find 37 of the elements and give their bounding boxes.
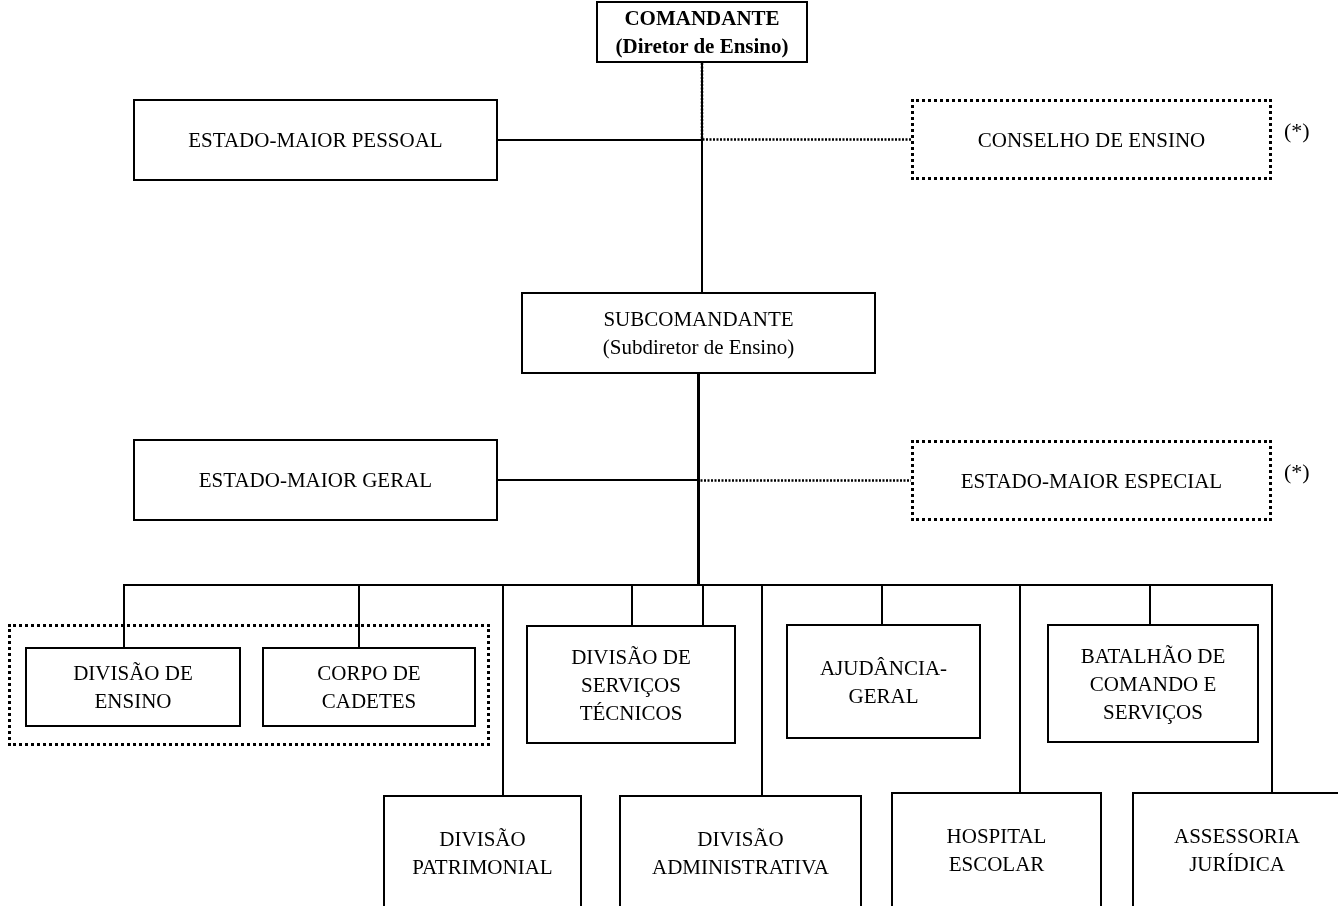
division-box — [619, 795, 862, 906]
unit-name: ESTADO-MAIOR GERAL — [198, 467, 433, 494]
commander-box — [596, 1, 808, 63]
division-box — [383, 795, 582, 906]
unit-name: DIVISÃO DE SERVIÇOS TÉCNICOS — [570, 643, 692, 727]
footnote-mark: (*) — [1284, 458, 1310, 485]
division-box — [1047, 624, 1259, 743]
connector-line — [497, 62, 703, 141]
role-title: COMANDANTE — [624, 5, 780, 32]
footnote-mark: (*) — [1284, 117, 1310, 144]
unit-name: ESTADO-MAIOR ESPECIAL — [960, 467, 1223, 495]
unit-name: ASSESSORIA JURÍDICA — [1172, 823, 1301, 878]
division-box — [25, 647, 241, 727]
unit-name: DIVISÃO DE ENSINO — [72, 660, 194, 715]
group-frame — [8, 624, 490, 746]
unit-name: BATALHÃO DE COMANDO E SERVIÇOS — [1079, 642, 1227, 726]
unit-name: ESTADO-MAIOR PESSOAL — [188, 127, 443, 154]
staff-box — [133, 99, 498, 181]
council-box — [911, 99, 1272, 180]
special-staff-box — [911, 440, 1272, 521]
division-box — [1132, 792, 1338, 906]
unit-name: DIVISÃO PATRIMONIAL — [411, 826, 554, 881]
division-box — [786, 624, 981, 739]
unit-name: HOSPITAL ESCOLAR — [945, 823, 1048, 878]
role-title: (Diretor de Ensino) — [615, 33, 789, 60]
staff-box — [133, 439, 498, 521]
unit-name: DIVISÃO ADMINISTRATIVA — [651, 826, 830, 881]
connector-line — [697, 374, 911, 482]
role-title: (Subdiretor de Ensino) — [602, 334, 795, 361]
subcommander-box — [521, 292, 876, 374]
unit-name: CONSELHO DE ENSINO — [977, 126, 1206, 154]
division-box — [262, 647, 476, 727]
division-box — [891, 792, 1102, 906]
unit-name: CORPO DE CADETES — [316, 660, 422, 715]
role-title: SUBCOMANDANTE — [603, 306, 794, 333]
division-box — [526, 625, 736, 744]
unit-name: AJUDÂNCIA- GERAL — [818, 654, 949, 710]
